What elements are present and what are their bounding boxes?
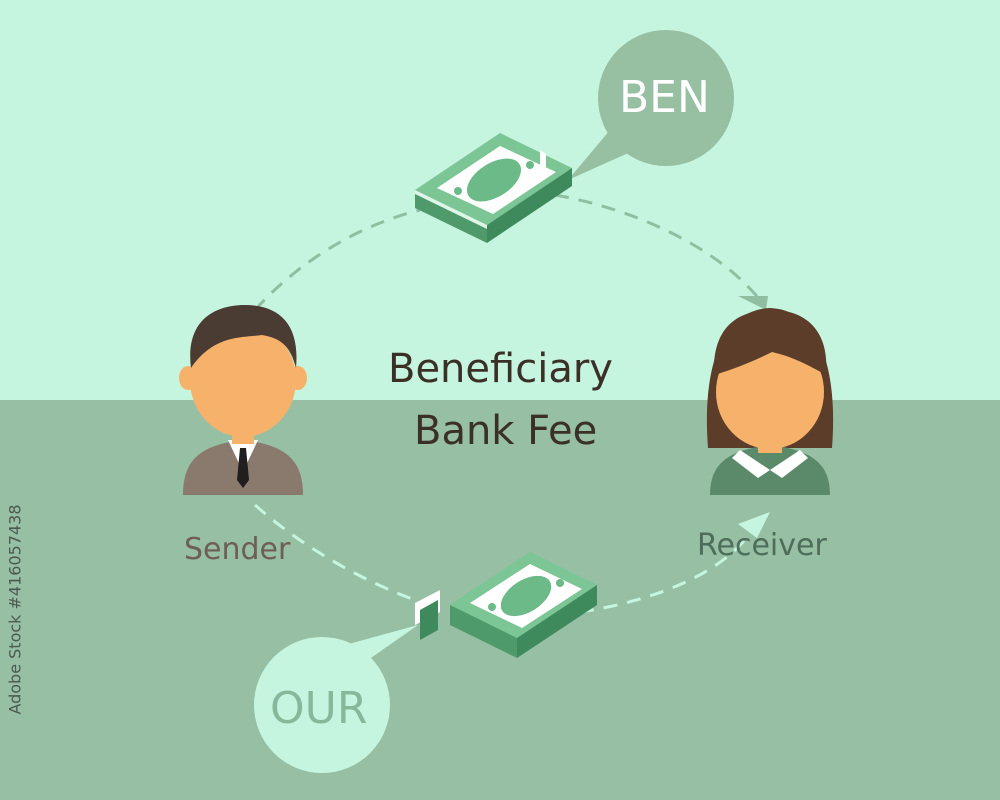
our-bubble-label: OUR — [270, 683, 368, 734]
bottom-arrowhead-icon — [738, 512, 770, 538]
receiver-label: Receiver — [697, 528, 827, 563]
stock-watermark-id: Adobe Stock #416057438 — [5, 504, 25, 715]
money-stack-icon — [415, 133, 572, 243]
top-arrowhead-icon — [738, 296, 768, 310]
money-stack-icon — [415, 552, 597, 658]
top-flow-arrow — [253, 193, 762, 312]
sender-label: Sender — [184, 532, 291, 567]
bottom-flow-arrow — [254, 503, 757, 614]
sender-avatar — [179, 305, 307, 495]
diagram-title-line2: Bank Fee — [414, 408, 598, 454]
our-bubble — [254, 625, 418, 773]
ben-bubble-label: BEN — [619, 72, 710, 123]
diagram-title-line1: Beneficiary — [388, 346, 613, 392]
receiver-avatar — [706, 308, 834, 495]
ben-bubble — [568, 30, 734, 180]
